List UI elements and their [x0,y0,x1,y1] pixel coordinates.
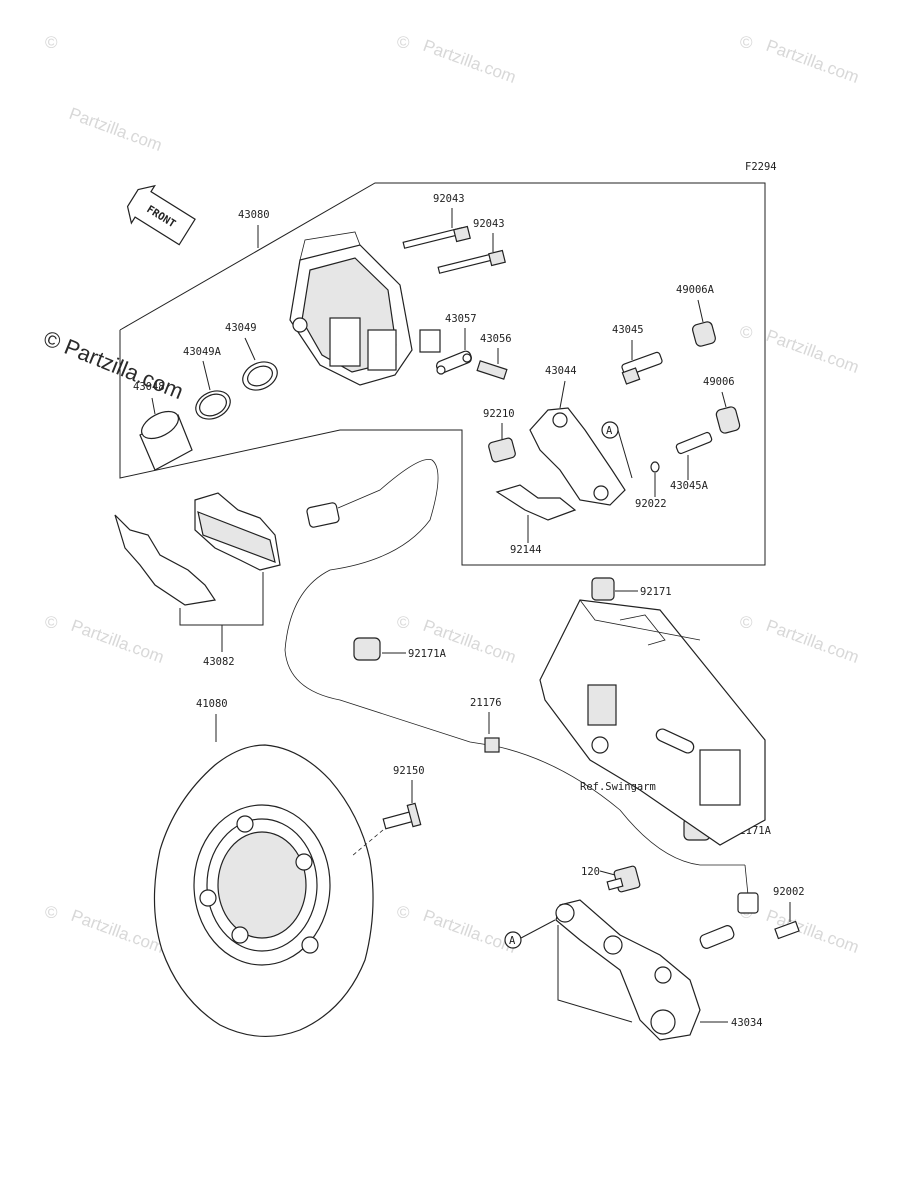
watermark-symbol: © [740,323,753,342]
callout-a-upper: A [601,421,619,439]
watermark-text: Partzilla.com [69,906,167,957]
label-92150: 92150 [393,765,425,777]
label-43082: 43082 [203,656,235,668]
watermark-symbol: © [45,33,58,52]
watermark-symbol: © [740,33,753,52]
ref-swingarm-label: Ref.Swingarm [580,781,656,793]
caliper-bracket-43044 [529,407,626,506]
watermark-symbol: © [397,903,410,922]
label-120: 120 [581,866,600,878]
callout-a-letter: A [509,935,516,947]
label-43048: 43048 [133,381,165,393]
sleeve-92210 [488,437,516,463]
label-92043-upper: 92043 [433,193,465,205]
watermark-symbol: © [740,613,753,632]
label-49006: 49006 [703,376,735,388]
label-43044: 43044 [545,365,577,377]
label-43057: 43057 [445,313,477,325]
brake-pad-front-plate [194,492,281,571]
pin-92043-upper [402,225,471,249]
watermark-text: Partzilla.com [67,104,165,155]
brake-disc-41080 [153,744,374,1037]
watermark-symbol: © [397,33,410,52]
piston-seal-43049 [242,361,278,391]
caliper-assembly-outline [119,182,766,566]
watermark-text: Partzilla.com [764,616,862,667]
slide-pin-43045 [621,351,663,385]
label-43080: 43080 [238,209,270,221]
front-arrow-icon: FRONT [126,184,196,246]
watermark-text: Partzilla.com [69,616,167,667]
watermark-symbol: © [397,613,410,632]
pad-spring-92144 [495,484,577,521]
label-92171: 92171 [640,586,672,598]
label-92002: 92002 [773,886,805,898]
bleed-cap-43057 [435,350,473,375]
bleed-valve-43056 [476,360,508,380]
boot-49006 [715,406,741,434]
piston-43048 [139,410,193,471]
bolt-92002 [774,920,800,940]
callout-a-lower: A [504,931,522,949]
label-21176: 21176 [470,697,502,709]
brake-pad-rear-plate [114,514,217,606]
watermark-text: Partzilla.com [421,906,519,957]
watermark-main: © Partzilla.com [40,325,187,404]
slide-pin-43045a [675,431,713,455]
callout-a-letter: A [606,425,613,437]
swingarm-reference [539,599,766,846]
label-43056: 43056 [480,333,512,345]
label-43034: 43034 [731,1017,763,1029]
label-92210: 92210 [483,408,515,420]
watermark-text: Partzilla.com [764,36,862,87]
watermark-symbol: © [45,903,58,922]
boot-49006a [692,321,716,347]
bracket-leader-line [557,925,633,1023]
label-49006a: 49006A [676,284,715,296]
watermark-text: Partzilla.com [421,36,519,87]
abs-sensor-21176 [284,458,759,914]
pin-92043-lower [437,249,506,274]
bolt-120 [606,865,641,893]
label-43045a: 43045A [670,480,709,492]
label-92022: 92022 [635,498,667,510]
label-41080: 41080 [196,698,228,710]
label-43045: 43045 [612,324,644,336]
disc-bolt-92150 [382,802,422,830]
label-43049: 43049 [225,322,257,334]
label-43049a: 43049A [183,346,222,358]
torque-bracket-43034 [555,899,735,1041]
ring-92022 [650,461,660,473]
watermark-text: Partzilla.com [764,326,862,377]
label-92171a-upper: 92171A [408,648,447,660]
caliper-body [289,231,441,386]
diagram-code: F2294 [745,161,777,173]
clamp-92171a-upper [353,637,381,661]
label-92043-lower: 92043 [473,218,505,230]
watermark-symbol: © [45,613,58,632]
dust-seal-43049a [195,390,231,420]
clip-92171 [591,577,615,601]
label-92144: 92144 [510,544,542,556]
